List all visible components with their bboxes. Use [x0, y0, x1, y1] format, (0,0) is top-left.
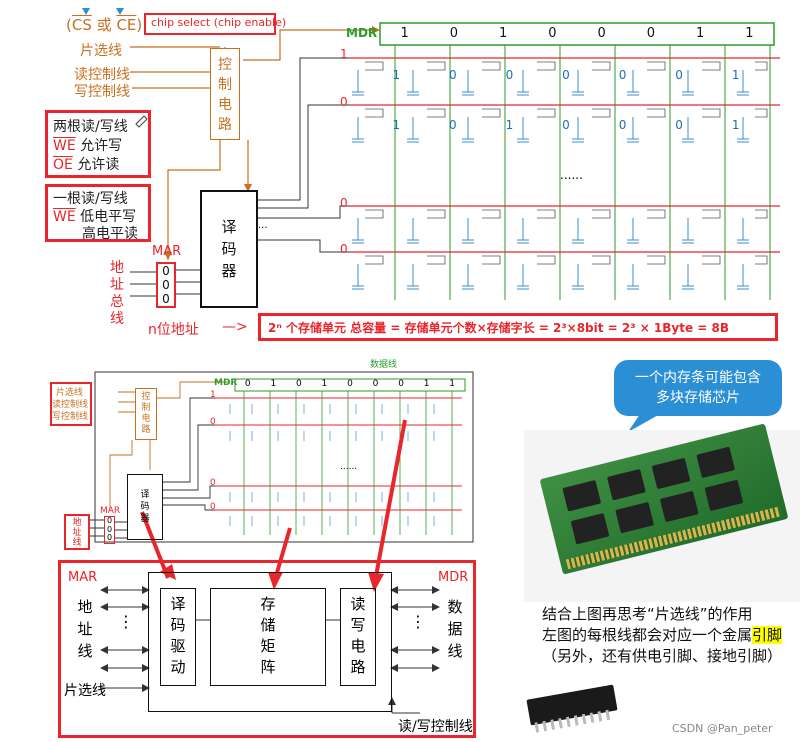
mdr-bit: 1 — [400, 26, 409, 41]
control-char: 制 — [218, 77, 232, 93]
caption-line-3: （另外，还有供电引脚、接地引脚） — [542, 647, 783, 665]
one-rw-line-box — [45, 184, 151, 242]
mdr-bit: 1 — [745, 26, 754, 41]
small-row-label: 0 — [210, 417, 216, 427]
small-row-label: 0 — [210, 478, 216, 488]
chip-select-box — [144, 13, 276, 35]
decoder-dots: ... — [258, 220, 268, 231]
write-line-label: 写控制线 — [74, 84, 130, 100]
one-rw-title: 一根读/写线 — [53, 191, 128, 207]
small-read-line: 读控制线 — [52, 400, 89, 410]
row-label: 0 — [340, 196, 348, 210]
row-label: 0 — [340, 242, 348, 256]
control-char: 电 — [218, 97, 232, 113]
small-addr-box: 地址线 — [64, 514, 90, 550]
mdr-bit: 0 — [548, 26, 557, 41]
small-dots: ...... — [340, 462, 358, 472]
small-lines-box — [50, 382, 92, 426]
n-bit-addr: n位地址 — [148, 322, 199, 338]
read-line-label: 读控制线 — [74, 67, 130, 83]
two-rw-title: 两根读/写线 — [53, 119, 128, 135]
data-vdots: ⋮ — [410, 612, 426, 631]
decoder-char: 译 — [221, 218, 237, 236]
row-label: 1 — [340, 47, 348, 61]
decoder-char: 码 — [221, 240, 237, 258]
addr-bus-label: 地址总线 — [110, 260, 124, 327]
pencil-icon — [135, 115, 148, 128]
control-char: 路 — [218, 117, 232, 133]
mdr-label: MDR — [346, 26, 378, 40]
block-chip-select: 片选线 — [64, 683, 106, 699]
matrix-dots: ...... — [560, 168, 583, 182]
decoder-box: 译 码 器 — [200, 190, 258, 308]
formula-text: 2ⁿ 个存储单元 总容量 = 存储单元个数×存储字长 = 2³×8bit = 2… — [268, 321, 730, 335]
small-row-label: 1 — [210, 390, 216, 400]
small-control-box: 控制电路 — [135, 388, 157, 440]
arrow-text: —> — [222, 319, 248, 335]
mdr-bits: 1 0 1 0 0 0 1 1 — [380, 26, 774, 41]
chip-select-text: chip select (chip enable) — [151, 16, 287, 29]
we-low-write: WE 低电平写 — [53, 209, 137, 225]
mar-register: 0 0 0 — [156, 262, 176, 308]
small-write-line: 写控制线 — [52, 412, 89, 422]
small-mdr-label: MDR — [214, 378, 238, 388]
chip-line-label: 片选线 — [80, 43, 122, 59]
mar-bit: 0 — [162, 292, 170, 306]
high-read: 高电平读 — [82, 226, 138, 242]
mdr-bit: 1 — [498, 26, 508, 41]
block-rw-control: 读/写控制线 — [398, 719, 473, 735]
two-rw-lines-box — [45, 110, 151, 178]
small-row-label: 0 — [210, 502, 216, 512]
mar-bit: 0 — [162, 278, 170, 292]
small-decoder-box: 译码器 — [127, 474, 163, 540]
block-mdr-label: MDR — [438, 570, 469, 585]
cs-ce-label: (CS 或 CE) — [66, 16, 143, 34]
control-char: 控 — [218, 57, 232, 73]
small-mar-label: MAR — [100, 506, 121, 516]
row-label: 0 — [340, 95, 348, 109]
watermark: CSDN @Pan_peter — [672, 722, 773, 735]
caption-line-2: 左图的每根线都会对应一个金属引脚 — [542, 626, 783, 644]
mdr-bit: 1 — [695, 26, 705, 41]
chip-outline — [148, 572, 392, 712]
mdr-bit: 0 — [646, 26, 656, 41]
block-data-line: 数据线 — [447, 598, 463, 660]
storage-matrix-box: 存储 矩阵 — [210, 588, 326, 686]
mar-label: MAR — [152, 244, 182, 259]
control-circuit-box: 控 制 电 路 — [210, 48, 240, 140]
decoder-drive-box: 译码 驱动 — [160, 588, 196, 686]
data-line-label: 数据线 — [370, 360, 398, 370]
mar-bit: 0 — [162, 264, 170, 278]
mdr-bit: 0 — [597, 26, 606, 41]
caption-line-1: 结合上图再思考“片选线”的作用 — [542, 605, 753, 623]
addr-vdots: ⋮ — [118, 612, 134, 631]
formula-box — [258, 313, 778, 341]
rw-circuit-box: 读写 电路 — [340, 588, 376, 686]
memory-bubble: 一个内存条可能包含 多块存储芯片 — [614, 360, 782, 416]
small-chip-line: 片选线 — [56, 388, 84, 398]
memory-chip-block — [58, 560, 476, 738]
we-allow-write: WE 允许写 — [53, 138, 123, 154]
block-addr-line: 地址线 — [77, 598, 93, 660]
block-mar-label: MAR — [68, 570, 98, 585]
decoder-char: 器 — [221, 262, 237, 280]
mdr-bit: 0 — [449, 26, 459, 41]
oe-allow-read: OE 允许读 — [53, 157, 120, 173]
